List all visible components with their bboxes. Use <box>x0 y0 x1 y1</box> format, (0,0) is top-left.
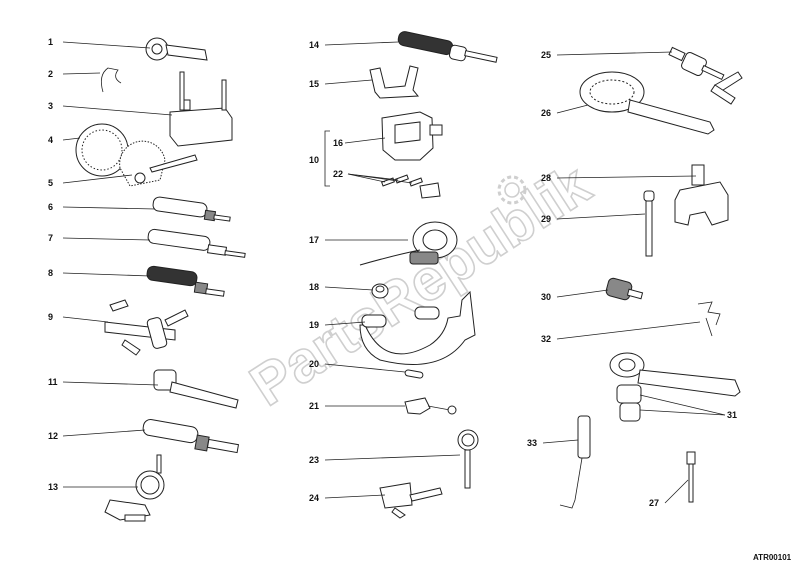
part-7-pin <box>147 228 246 258</box>
part-8-pin <box>146 265 225 297</box>
callout-7: 7 <box>48 233 53 243</box>
callout-13: 13 <box>48 482 58 492</box>
part-4-degree-wheel <box>75 123 129 177</box>
part-27-screw <box>686 451 696 503</box>
part-14-shaft <box>397 31 498 63</box>
callout-22: 22 <box>333 169 343 179</box>
callout-8: 8 <box>48 268 53 278</box>
callout-32: 32 <box>541 334 551 344</box>
part-28-tool <box>674 164 729 226</box>
part-16-holder <box>381 111 443 161</box>
part-30-knob <box>605 277 644 301</box>
callout-19: 19 <box>309 320 319 330</box>
callout-29: 29 <box>541 214 551 224</box>
part-33-tool <box>559 415 591 509</box>
callout-1: 1 <box>48 37 53 47</box>
part-5-pointer-tool <box>119 140 198 187</box>
callout-17: 17 <box>309 235 319 245</box>
callout-10: 10 <box>309 155 319 165</box>
part-13-dial-gauge <box>104 454 165 522</box>
part-24-tool <box>379 482 443 519</box>
callout-18: 18 <box>309 282 319 292</box>
callout-30: 30 <box>541 292 551 302</box>
part-26-ring-wrench <box>579 71 715 135</box>
callout-33: 33 <box>527 438 537 448</box>
gear-icon <box>497 175 527 205</box>
callout-9: 9 <box>48 312 53 322</box>
callout-4: 4 <box>48 135 53 145</box>
callout-15: 15 <box>309 79 319 89</box>
callout-5: 5 <box>48 178 53 188</box>
callout-11: 11 <box>48 377 58 387</box>
part-15-bracket <box>369 65 420 99</box>
callout-26: 26 <box>541 108 551 118</box>
callout-2: 2 <box>48 69 53 79</box>
part-11-wrench <box>153 369 239 409</box>
drawing-code: ATR00101 <box>753 553 792 562</box>
part-22-pins <box>381 174 441 199</box>
part-6-pin <box>152 196 231 222</box>
part-21-tool <box>404 397 457 415</box>
callout-3: 3 <box>48 101 53 111</box>
part-20-pin <box>404 369 424 379</box>
callout-25: 25 <box>541 50 551 60</box>
callout-27: 27 <box>649 498 659 508</box>
callout-21: 21 <box>309 401 319 411</box>
part-17-puller <box>359 221 458 266</box>
callout-31: 31 <box>727 410 737 420</box>
part-31-wrench <box>609 352 741 422</box>
callout-labels: 1 2 3 4 5 6 7 8 9 10 11 12 13 14 15 16 1… <box>48 37 737 508</box>
part-2-hook <box>100 67 122 93</box>
callout-12: 12 <box>48 431 58 441</box>
callout-14: 14 <box>309 40 319 50</box>
part-25-t-handle <box>668 46 743 105</box>
part-18-nut <box>371 283 389 299</box>
part-3-block-tool <box>169 71 233 147</box>
callout-28: 28 <box>541 173 551 183</box>
part-29-rod <box>643 190 655 257</box>
callout-6: 6 <box>48 202 53 212</box>
part-1-wrench <box>145 37 208 61</box>
part-23-gauge <box>457 429 479 489</box>
part-19-clamp <box>359 290 476 365</box>
callout-20: 20 <box>309 359 319 369</box>
callout-23: 23 <box>309 455 319 465</box>
part-9-t-handle <box>104 299 189 356</box>
part-12-tube <box>142 419 240 454</box>
leader-lines <box>62 41 726 504</box>
callout-16: 16 <box>333 138 343 148</box>
callout-24: 24 <box>309 493 319 503</box>
part-32-bent-rod <box>697 301 721 337</box>
